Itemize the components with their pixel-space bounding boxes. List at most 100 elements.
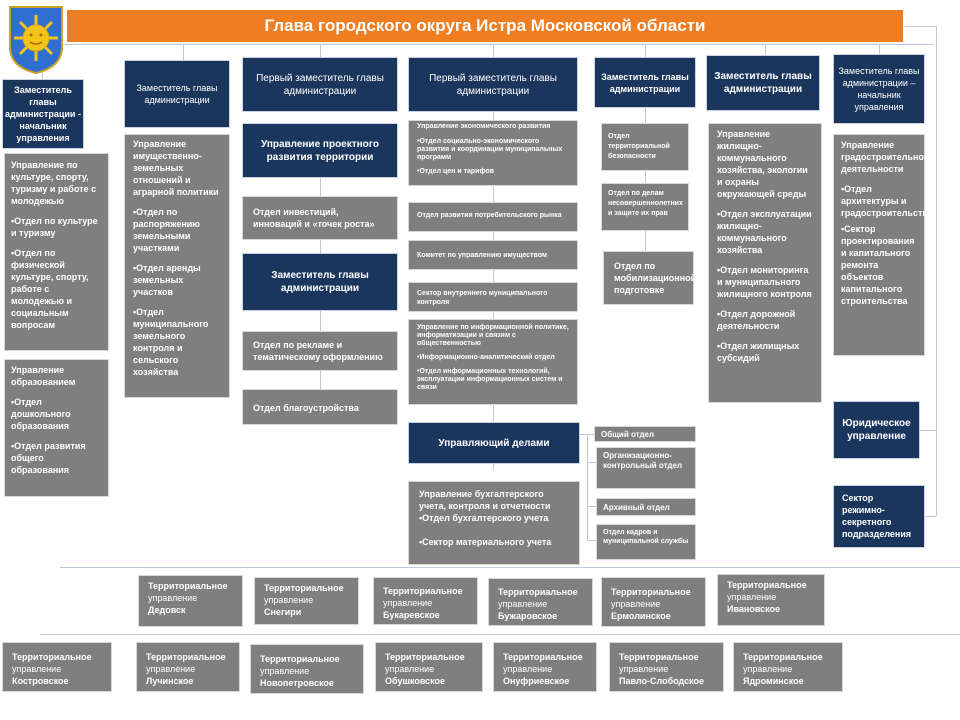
first-deputy-head-1-label: Первый заместитель главы администрации [256,72,384,97]
general-department-label: Общий отдел [601,430,655,439]
territorial-unit-novopetrovskoe: Территориальное управление Новопетровско… [250,644,364,694]
territorial-mid: управление [383,598,433,608]
territorial-mid: управление [503,664,553,674]
information-item: •Информационно-аналитический отдел [417,354,555,361]
connector-line [920,430,936,431]
culture-item: •Отдел по физической культуре, спорту, р… [11,248,89,330]
housing-item: •Отдел мониторинга и муниципального жили… [717,265,812,299]
deputy-head-urban-planning-label: Заместитель главы администрации – началь… [838,66,920,112]
territorial-prefix: Территориальное [743,652,823,662]
information-policy-box: Управление по информационной политике, и… [408,319,578,405]
economic-item: •Отдел социально-экономического развития… [417,138,563,161]
connector-line [765,44,766,57]
property-item: •Отдел по распоряжению земельными участк… [133,207,200,253]
education-item: •Отдел дошкольного образования [11,397,71,431]
accounting-department-title: Управление бухгалтерского учета, контрол… [419,489,551,511]
territorial-prefix: Территориальное [12,652,92,662]
deputy-head-housing: Заместитель главы администрации [706,55,820,111]
urban-planning-box: Управление градостроительной деятельност… [833,134,933,356]
connector-line [879,44,880,54]
economic-item: •Отдел цен и тарифов [417,168,495,175]
deputy-head-housing-label: Заместитель главы администрации [714,71,812,95]
housing-utilities-title: Управление жилищно-коммунального хозяйст… [717,129,808,199]
deputy-head-advertising: Заместитель главы администрации [242,253,398,311]
territorial-prefix: Территориальное [148,581,228,591]
housing-item: •Отдел дорожной деятельности [717,309,796,331]
territorial-prefix: Территориальное [383,586,463,596]
housing-utilities-box: Управление жилищно-коммунального хозяйст… [708,123,822,403]
territorial-mid: управление [611,599,661,609]
archive-department: Архивный отдел [596,498,696,516]
information-item: •Отдел информационных технологий, эксплу… [417,368,563,391]
archive-department-label: Архивный отдел [603,503,670,512]
accounting-department-box: Управление бухгалтерского учета, контрол… [408,481,580,565]
territorial-name: Обушковское [385,676,446,686]
territorial-name: Букаревское [383,610,440,620]
deputy-head-security: Заместитель главы администрации [594,57,696,108]
territorial-prefix: Территориальное [260,654,340,664]
deputy-head-security-label: Заместитель главы администрации [601,71,689,94]
property-item: •Отдел аренды земельных участков [133,263,201,297]
deputy-head-culture-label: Заместитель главы администрации - началь… [5,85,81,143]
territorial-unit-buzharovskoe: Территориальное управление Бужаровское [488,578,593,626]
economic-development-title: Управление экономического развития [417,123,551,130]
legal-department-label: Юридическое управление [842,418,911,442]
head-of-district-title: Глава городского округа Истра Московской… [67,10,903,42]
housing-item: •Отдел жилищных субсидий [717,341,800,363]
accounting-item: •Отдел бухгалтерского учета [419,513,549,523]
connector-line [183,44,184,60]
deputy-head-culture: Заместитель главы администрации - началь… [2,79,84,149]
territorial-name: Снегири [264,607,302,617]
education-department-box: Управление образованием •Отдел дошкольно… [4,359,109,497]
territorial-unit-luchinskoe: Территориальное управление Лучинское [136,642,240,692]
culture-item: •Отдел по культуре и туризму [11,216,98,238]
territorial-unit-ivanovskoe: Территориальное управление Ивановское [717,574,825,626]
first-deputy-head-2: Первый заместитель главы администрации [408,57,578,112]
affairs-manager-label: Управляющий делами [438,437,550,449]
connector-line [320,44,321,57]
territorial-unit-onufrievskoe: Территориальное управление Онуфриевское [493,642,597,692]
territorial-mid: управление [727,592,777,602]
territorial-mid: управление [385,664,435,674]
territorial-mid: управление [12,664,62,674]
coat-of-arms-emblem [8,5,64,75]
consumer-market-label: Отдел развития потребительского рынка [417,212,562,219]
territorial-mid: управление [498,599,548,609]
mobilization-label: Отдел по мобилизационной подготовке [614,261,697,295]
investment-department-label: Отдел инвестиций, инноваций и «точек рос… [253,207,375,229]
project-development-label: Управление проектного развития территори… [261,138,379,163]
territorial-name: Ермолинское [611,611,671,621]
connector-line [40,634,960,635]
investment-department: Отдел инвестиций, инноваций и «точек рос… [242,196,398,240]
connector-line [42,44,934,45]
territorial-mid: управление [743,664,793,674]
connector-line [587,462,596,463]
territorial-name: Дедовск [148,605,186,615]
hr-department: Отдел кадров и муниципальной службы [596,524,696,560]
connector-line [493,44,494,57]
territorial-prefix: Территориальное [611,587,691,597]
territorial-name: Костровское [12,676,69,686]
accounting-item: •Сектор материального учета [419,537,552,547]
territorial-unit-bukarevskoe: Территориальное управление Букаревское [373,577,478,625]
territorial-mid: управление [146,664,196,674]
territorial-name: Ядроминское [743,676,804,686]
territorial-name: Новопетровское [260,678,334,688]
territorial-unit-pavlo-slobodskoe: Территориальное управление Павло-Слободс… [609,642,724,692]
improvement-department: Отдел благоустройства [242,389,398,425]
territorial-name: Лучинское [146,676,194,686]
economic-development-box: Управление экономического развития •Отде… [408,120,578,186]
hr-department-label: Отдел кадров и муниципальной службы [603,529,689,545]
territorial-security-department: Отдел территориальной безопасности [601,123,689,171]
territorial-security-label: Отдел территориальной безопасности [608,133,670,160]
secret-sector-label: Сектор режимно-секретного подразделения [842,493,912,539]
territorial-name: Ивановское [727,604,781,614]
territorial-unit-obushkovskoe: Территориальное управление Обушковское [375,642,483,692]
territorial-unit-kostrovskoe: Территориальное управление Костровское [2,642,112,692]
connector-line [905,26,936,27]
organizational-control-label: Организационно-контрольный отдел [603,451,683,470]
property-department-title: Управление имущественно-земельных отноше… [133,139,219,197]
housing-item: •Отдел эксплуатации жилищно-коммунальног… [717,209,812,255]
first-deputy-head-1: Первый заместитель главы администрации [242,57,398,112]
property-item: •Отдел муниципального земельного контрол… [133,307,209,377]
